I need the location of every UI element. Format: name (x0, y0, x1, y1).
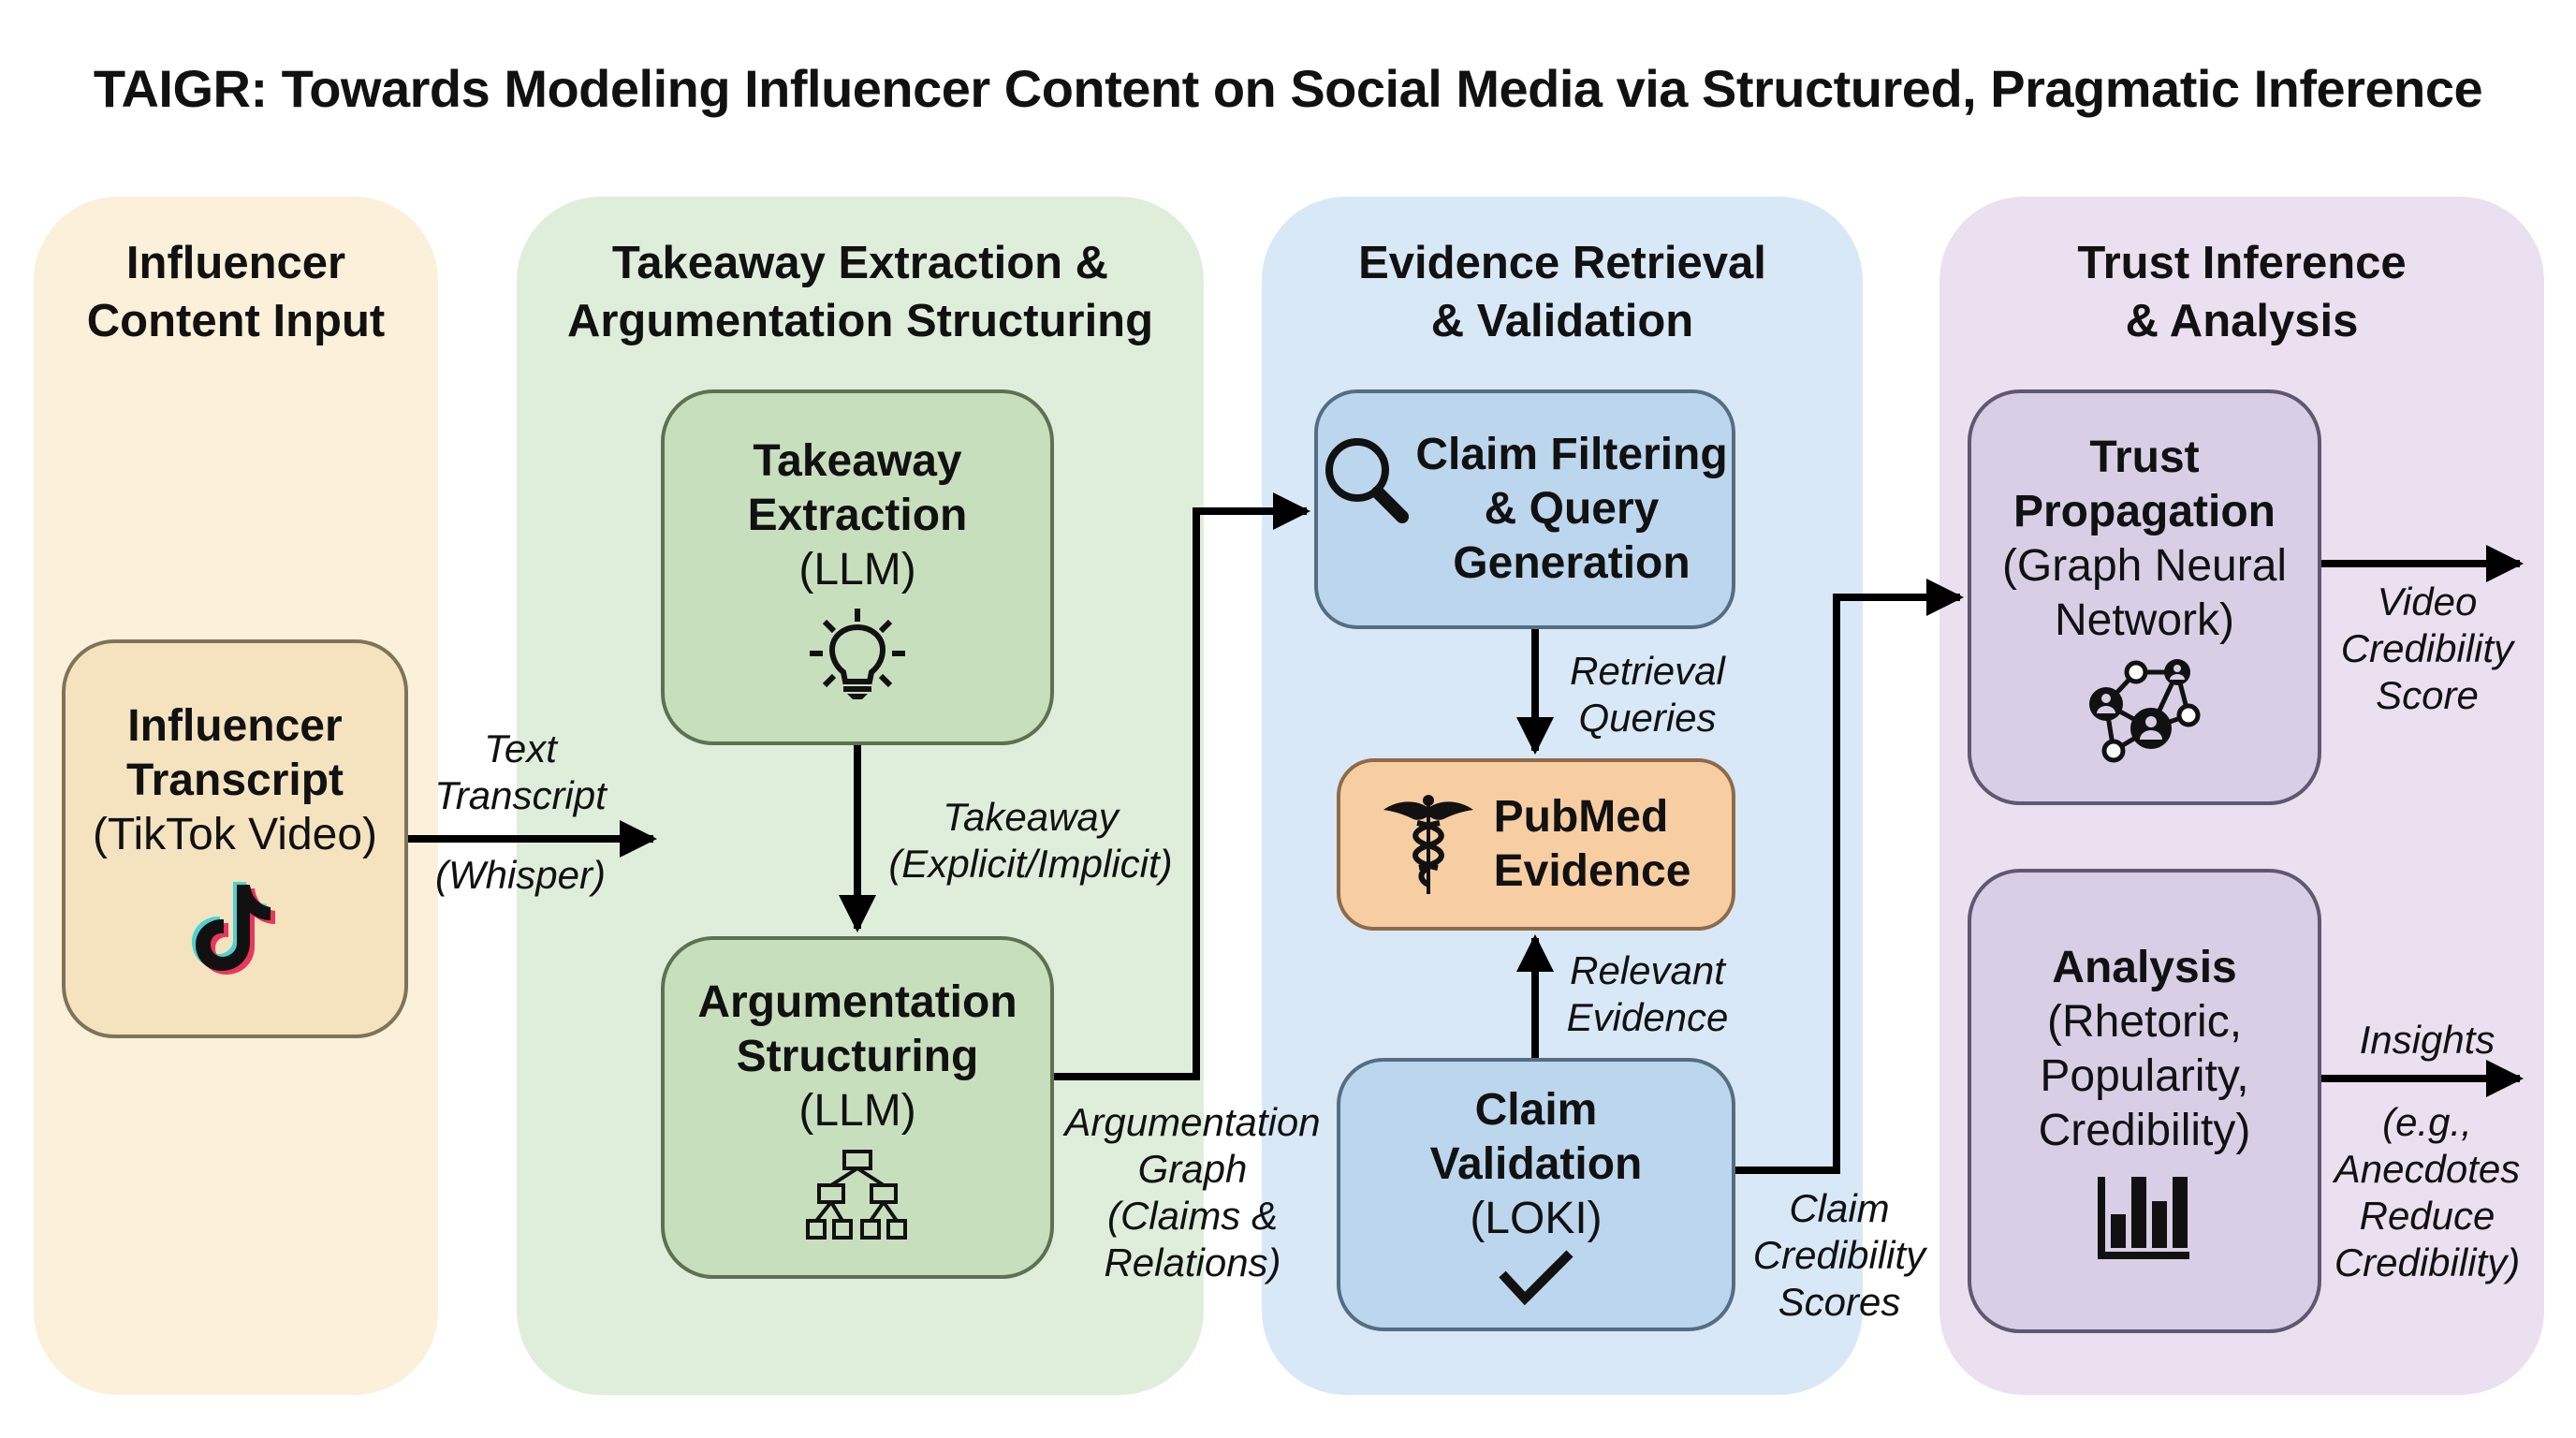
node-subtitle: (LLM) (798, 545, 916, 594)
node-claim-validation[interactable]: Claim Validation (LOKI) (1337, 1058, 1735, 1331)
stage-title-input: Influencer Content Input (86, 238, 386, 346)
node-analysis[interactable]: Analysis (Rhetoric, Popularity, Credibil… (1968, 869, 2321, 1333)
node-subtitle: (LOKI) (1470, 1194, 1603, 1243)
edge-label-video-credibility-score: Video Credibility Score (2340, 580, 2514, 717)
checkmark-icon (1499, 1250, 1573, 1306)
diagram-title: TAIGR: Towards Modeling Influencer Conte… (93, 59, 2483, 118)
node-title: Takeaway Extraction (747, 436, 968, 540)
edge-label-whisper: (Whisper) (434, 853, 606, 897)
node-takeaway-extraction[interactable]: Takeaway Extraction (LLM) (661, 389, 1054, 745)
node-subtitle: (LLM) (798, 1086, 916, 1136)
tiktok-logo-icon (192, 882, 275, 975)
stage-title-extraction: Takeaway Extraction & Argumentation Stru… (566, 238, 1154, 346)
node-trust-propagation[interactable]: Trust Propagation (Graph Neural Network) (1968, 389, 2321, 805)
edge-label-insights-example: (e.g., Anecdotes Reduce Credibility) (2334, 1100, 2521, 1284)
caduceus-icon (1383, 795, 1473, 894)
edge-label-insights: Insights (2359, 1018, 2496, 1062)
edge-label-relevant-evidence: Relevant Evidence (1566, 948, 1729, 1039)
edge-label-text-transcript: Text Transcript (434, 726, 607, 817)
arrow-argumentation-to-filtering (1054, 492, 1310, 1080)
node-title: Claim Validation (1429, 1085, 1643, 1189)
node-subtitle: (TikTok Video) (92, 810, 378, 859)
network-graph-icon (2089, 659, 2201, 763)
edge-label-argumentation-graph: Argumentation Graph (Claims & Relations) (1064, 1100, 1321, 1284)
node-title: Trust Propagation (2012, 433, 2276, 536)
hierarchy-tree-icon (806, 1150, 907, 1240)
magnifier-icon (1325, 438, 1410, 523)
stage-title-trust: Trust Inference & Analysis (2077, 238, 2407, 346)
node-title: Influencer Transcript (125, 701, 344, 805)
node-title: Analysis (2052, 943, 2237, 992)
node-title: Claim Filtering & Query Generation (1415, 430, 1728, 588)
edge-label-claim-credibility-scores: Claim Credibility Scores (1752, 1186, 1926, 1324)
node-argumentation-structuring[interactable]: Argumentation Structuring (LLM) (661, 936, 1054, 1279)
node-subtitle: (Rhetoric, Popularity, Credibility) (2038, 997, 2251, 1155)
node-subtitle: (Graph Neural Network) (2001, 541, 2288, 645)
node-influencer-transcript[interactable]: Influencer Transcript (TikTok Video) (62, 639, 408, 1038)
lightbulb-icon (810, 609, 905, 699)
node-title: Argumentation Structuring (697, 977, 1017, 1081)
arrow-validation-to-trust (1735, 579, 1964, 1174)
node-pubmed-evidence[interactable]: PubMed Evidence (1337, 758, 1735, 931)
node-claim-filtering[interactable]: Claim Filtering & Query Generation (1314, 389, 1735, 629)
stage-title-evidence: Evidence Retrieval & Validation (1358, 238, 1766, 346)
edge-label-retrieval-queries: Retrieval Queries (1570, 649, 1725, 740)
bar-chart-icon (2098, 1177, 2189, 1259)
edge-label-takeaway: Takeaway (Explicit/Implicit) (888, 795, 1173, 886)
node-title: PubMed Evidence (1493, 792, 1691, 896)
